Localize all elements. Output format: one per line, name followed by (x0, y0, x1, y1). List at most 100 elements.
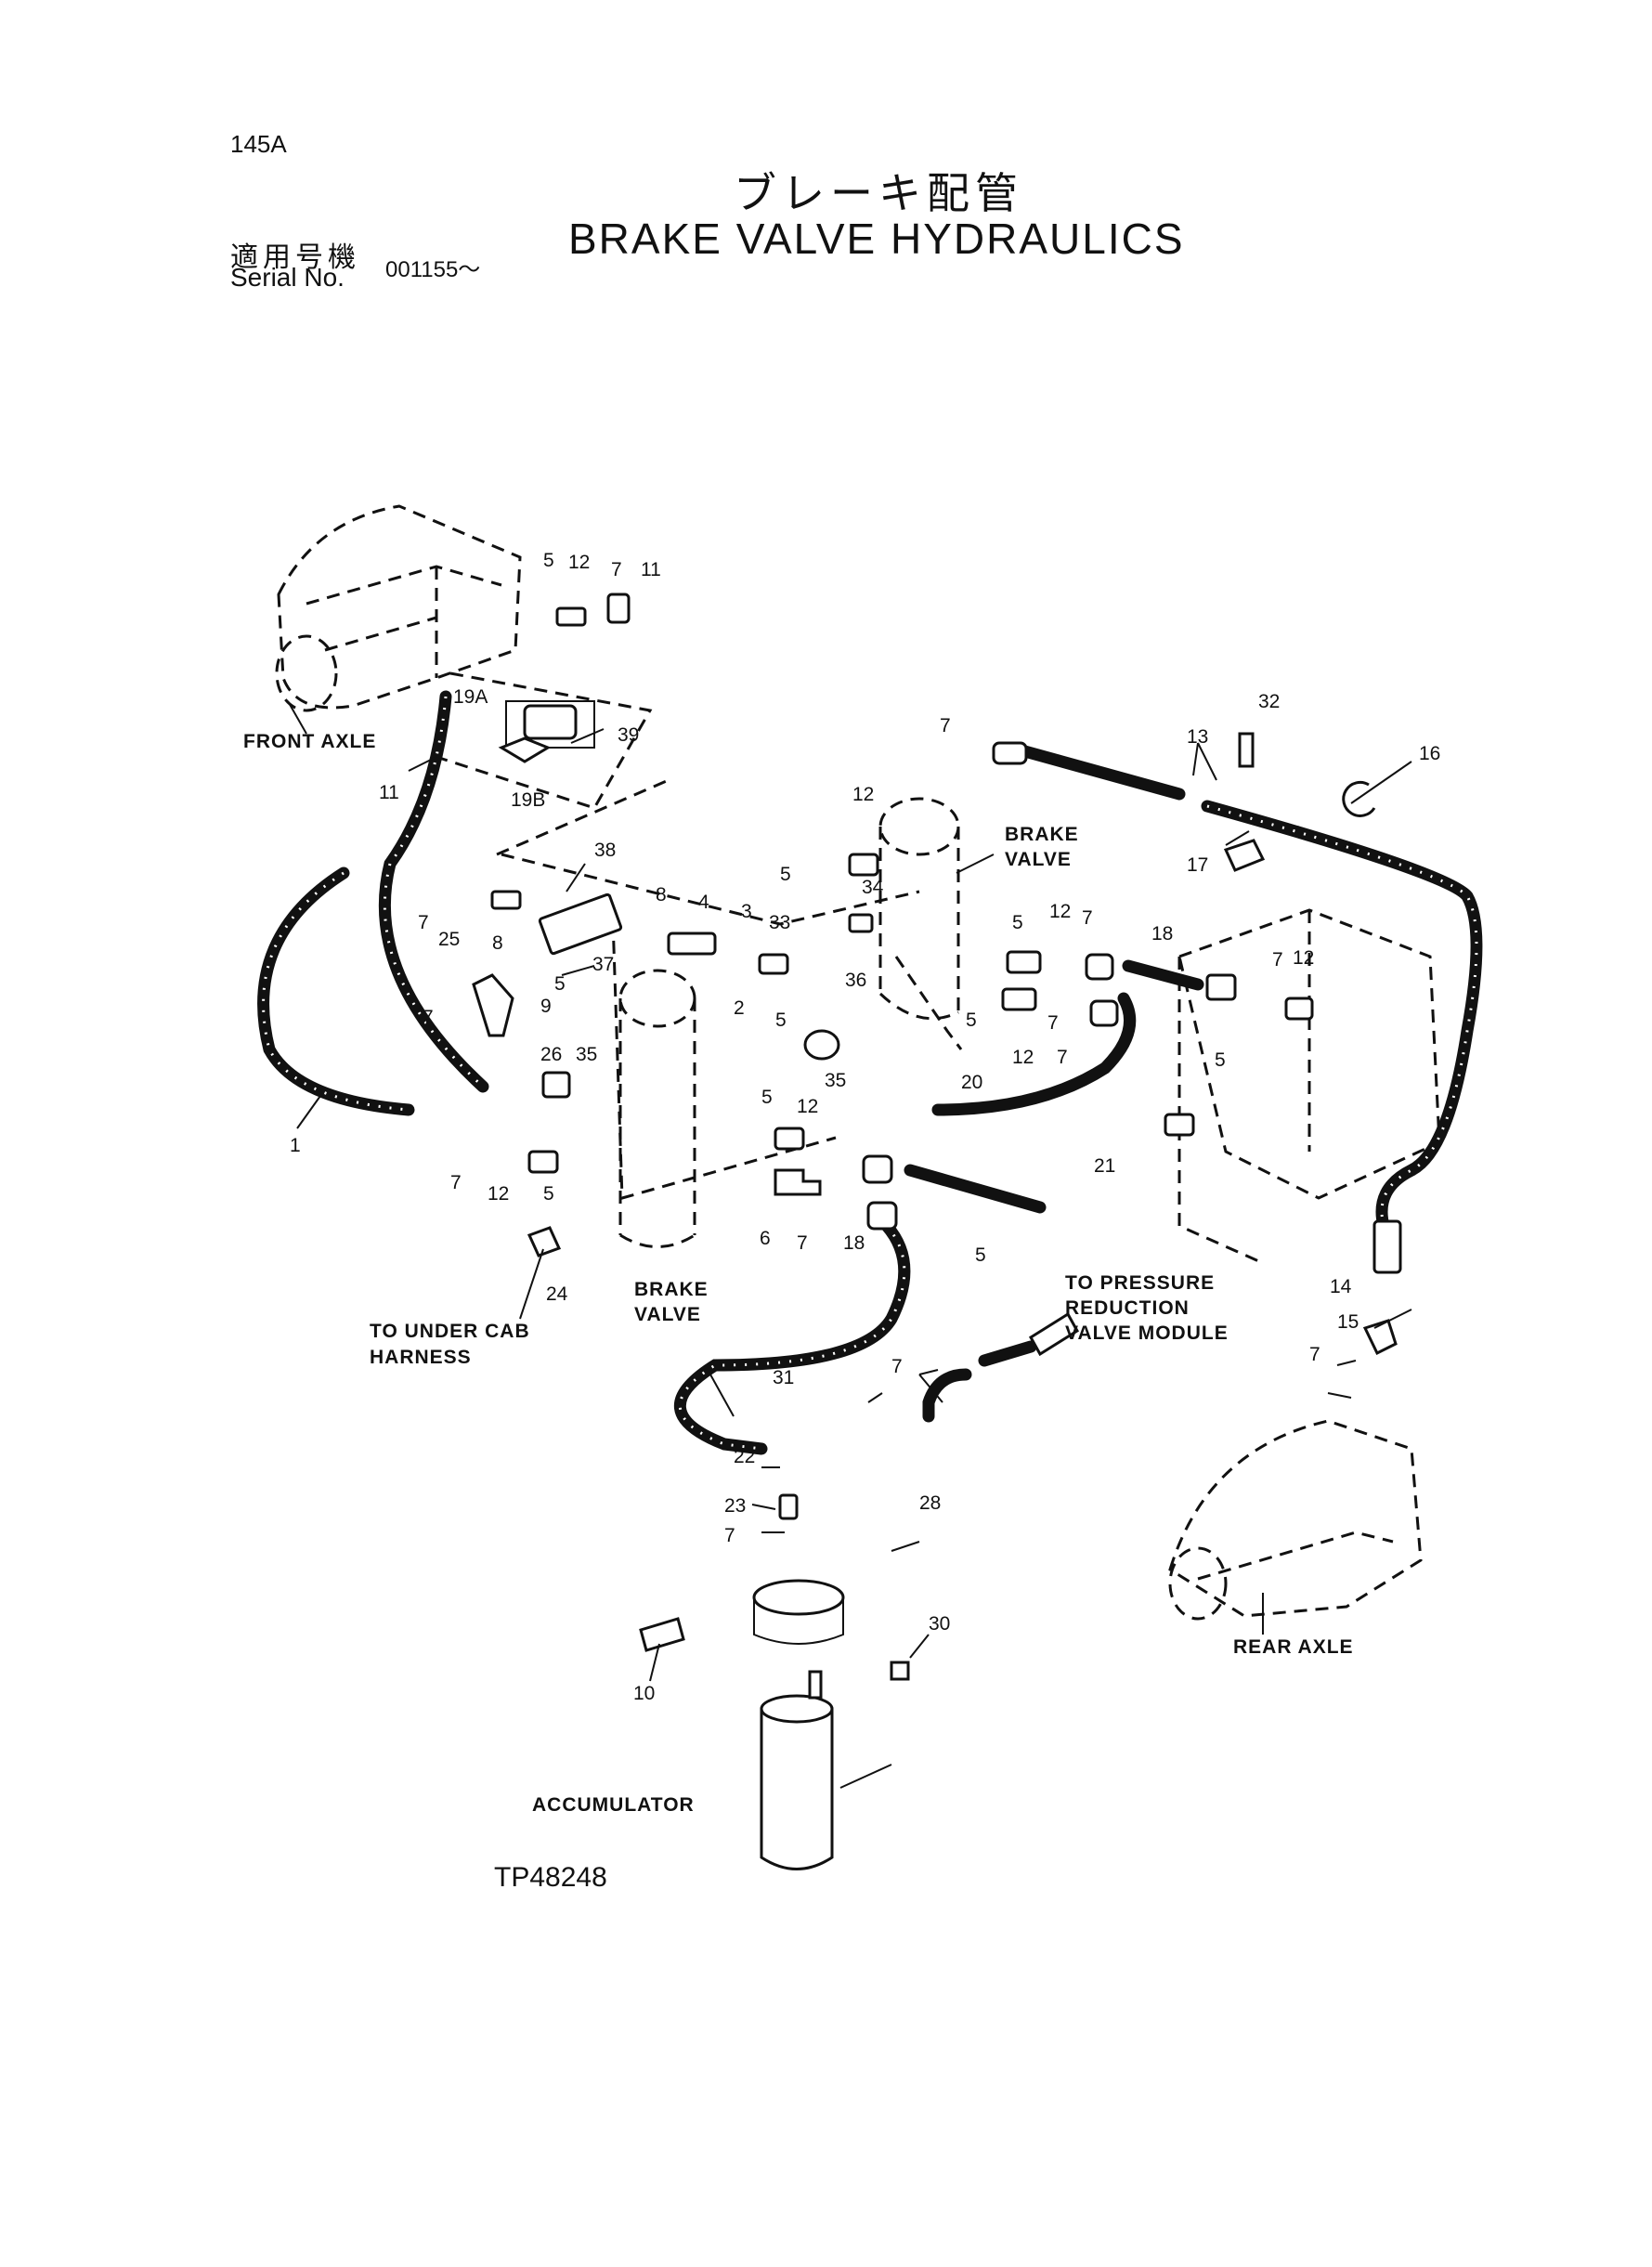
callout: 5 (966, 1010, 977, 1031)
hose-1 (257, 866, 415, 1116)
callout: 8 (492, 932, 503, 954)
callout: 37 (592, 954, 614, 975)
callout: 15 (1337, 1311, 1359, 1333)
accumulator (752, 1579, 845, 1870)
callout: 32 (1258, 691, 1280, 712)
drawing-number: TP48248 (494, 1862, 607, 1893)
callout: 25 (438, 929, 460, 950)
callout: 2 (734, 997, 745, 1019)
callout: 3 (741, 901, 752, 922)
callout: 22 (734, 1446, 755, 1467)
hose-18-lower (904, 1164, 1047, 1214)
callout: 5 (543, 550, 554, 571)
brake-valve-lower (618, 969, 696, 1248)
hose-11 (378, 690, 489, 1093)
callout: 7 (450, 1172, 462, 1193)
callout: 16 (1419, 743, 1440, 764)
callout: 7 (724, 1525, 735, 1546)
callout: 10 (633, 1683, 655, 1704)
leader-lines (287, 700, 1412, 1789)
frame-outline-lower (611, 919, 837, 1200)
callout: 20 (961, 1072, 982, 1093)
callout: 26 (540, 1044, 562, 1065)
callout: 38 (594, 840, 616, 861)
hose-31-fitting (1028, 1311, 1080, 1357)
caption-brake-valve-lower-1: BRAKE (634, 1279, 709, 1300)
callout: 7 (418, 912, 429, 933)
hose-18-upper (1122, 959, 1204, 991)
callout: 35 (825, 1070, 846, 1091)
callout: 1 (290, 1135, 301, 1156)
callout: 12 (488, 1183, 509, 1205)
serial-label-japanese: 適用号機 (230, 241, 360, 274)
caption-front-axle: FRONT AXLE (243, 731, 376, 752)
callout: 18 (843, 1232, 865, 1254)
callout: 24 (546, 1283, 568, 1305)
callout: 12 (797, 1096, 818, 1117)
callout: 31 (773, 1367, 794, 1388)
hose-24 (673, 1219, 911, 1455)
callout: 7 (891, 1356, 903, 1377)
callout: 9 (540, 996, 552, 1017)
serial-number-value: 001155～ (385, 257, 481, 282)
front-axle-housing (275, 504, 522, 712)
rear-axle-housing (1168, 1419, 1423, 1621)
callout: 30 (929, 1613, 950, 1635)
callout: 7 (1082, 907, 1093, 929)
frame-outline-upper (496, 778, 920, 926)
callout: 5 (775, 1010, 787, 1031)
hose-31b (978, 1340, 1037, 1367)
callout: 12 (1012, 1047, 1034, 1068)
callout: 28 (919, 1492, 941, 1514)
caption-pressure-3: VALVE MODULE (1065, 1322, 1229, 1344)
callout: 6 (760, 1228, 771, 1249)
callout: 7 (1047, 1012, 1059, 1034)
serial-label: Serial No. (230, 263, 345, 292)
brake-valve-upper (878, 797, 963, 1050)
callout: 13 (1187, 726, 1208, 748)
bracket-outline (436, 671, 653, 810)
callout: 5 (543, 1183, 554, 1205)
switch-19a (523, 704, 578, 740)
callout: 39 (618, 724, 639, 746)
caption-brake-valve-upper-1: BRAKE (1005, 824, 1079, 845)
callout: 7 (611, 559, 622, 580)
callout: 23 (724, 1495, 746, 1517)
callout: 14 (1330, 1276, 1352, 1297)
caption-under-cab-1: TO UNDER CAB (370, 1321, 530, 1342)
callout-numbers: 5 12 7 11 19A 39 19B 11 7 32 13 16 12 38… (290, 550, 1440, 1704)
caption-accumulator: ACCUMULATOR (532, 1794, 695, 1816)
page-title-japanese: ブレーキ配管 (734, 168, 1023, 218)
callout: 7 (1309, 1344, 1320, 1365)
caption-brake-valve-lower-2: VALVE (634, 1304, 701, 1325)
page-title: BRAKE VALVE HYDRAULICS (568, 215, 1185, 263)
callout: 35 (576, 1044, 597, 1065)
callout: 17 (1187, 854, 1208, 876)
caption-under-cab-2: HARNESS (370, 1347, 472, 1368)
callout: 4 (698, 892, 709, 913)
callout: 12 (1293, 947, 1314, 969)
callout: 12 (852, 784, 874, 805)
callout: 11 (379, 782, 399, 803)
callout: 5 (1012, 912, 1023, 933)
callout: 12 (568, 552, 590, 573)
callout: 33 (769, 912, 790, 933)
caption-rear-axle: REAR AXLE (1233, 1636, 1354, 1658)
callout: 19A (453, 686, 488, 708)
hose-20 (931, 992, 1137, 1116)
hose-13a (1015, 744, 1186, 801)
callout: 36 (845, 970, 866, 991)
callout: 8 (656, 884, 667, 905)
callout: 19B (511, 789, 545, 811)
callout: 5 (1215, 1049, 1226, 1071)
callout: 11 (641, 559, 661, 580)
hose-31a (922, 1368, 972, 1423)
callout: 7 (940, 715, 951, 736)
callout: 12 (1049, 901, 1071, 922)
callout: 5 (554, 973, 566, 995)
callout: 18 (1151, 923, 1173, 945)
callout: 5 (975, 1244, 986, 1266)
callout: 5 (761, 1087, 773, 1108)
callout: 7 (423, 1007, 434, 1028)
